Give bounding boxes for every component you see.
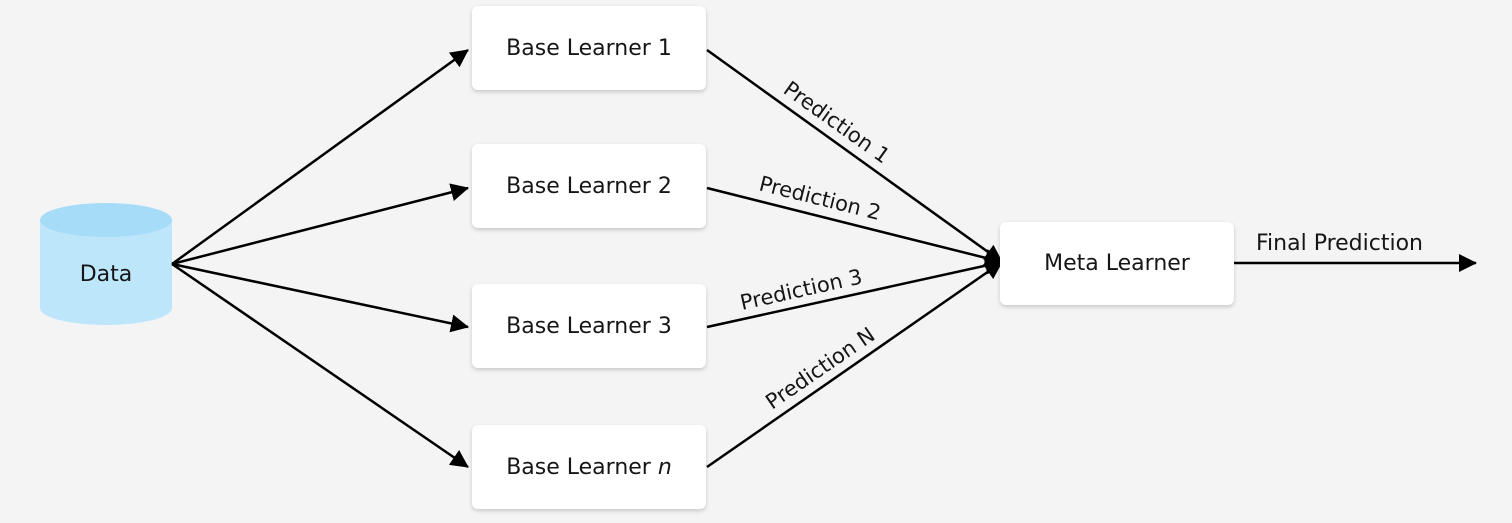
data-cylinder-icon (40, 203, 172, 325)
prediction-label-n: Prediction N (761, 323, 879, 415)
base-learner-2: Base Learner 2 (472, 144, 706, 228)
arrow-learner-1-to-meta (706, 48, 1003, 264)
arrow-data-to-learner-3 (171, 262, 469, 333)
base-learner-prefix: Base Learner (506, 173, 658, 199)
data-label: Data (79, 262, 133, 287)
arrow-data-to-learner-n (171, 262, 469, 469)
arrow-learner-3-to-meta (706, 256, 1003, 329)
arrow-data-to-learner-2 (171, 183, 469, 266)
base-learner-n: Base Learner n (472, 425, 706, 509)
base-learner-prefix: Base Learner (506, 35, 658, 61)
final-prediction-label: Final Prediction (1256, 231, 1423, 256)
base-learner-3: Base Learner 3 (472, 284, 706, 368)
base-learner-1: Base Learner 1 (472, 6, 706, 90)
base-learner-prefix: Base Learner (506, 313, 658, 339)
base-learner-prefix: Base Learner (506, 454, 658, 480)
meta-learner-label: Meta Learner (1044, 251, 1190, 276)
prediction-label-1: Prediction 1 (779, 77, 894, 169)
base-learner-index: 3 (657, 313, 672, 339)
arrow-learner-2-to-meta (706, 186, 1003, 267)
meta-learner: Meta Learner (1000, 222, 1234, 305)
base-learner-index: n (657, 454, 672, 480)
base-learner-index: 2 (657, 173, 672, 199)
arrow-learner-n-to-meta (706, 260, 1003, 469)
base-learner-index: 1 (657, 35, 672, 61)
arrow-data-to-learner-1 (171, 48, 469, 266)
